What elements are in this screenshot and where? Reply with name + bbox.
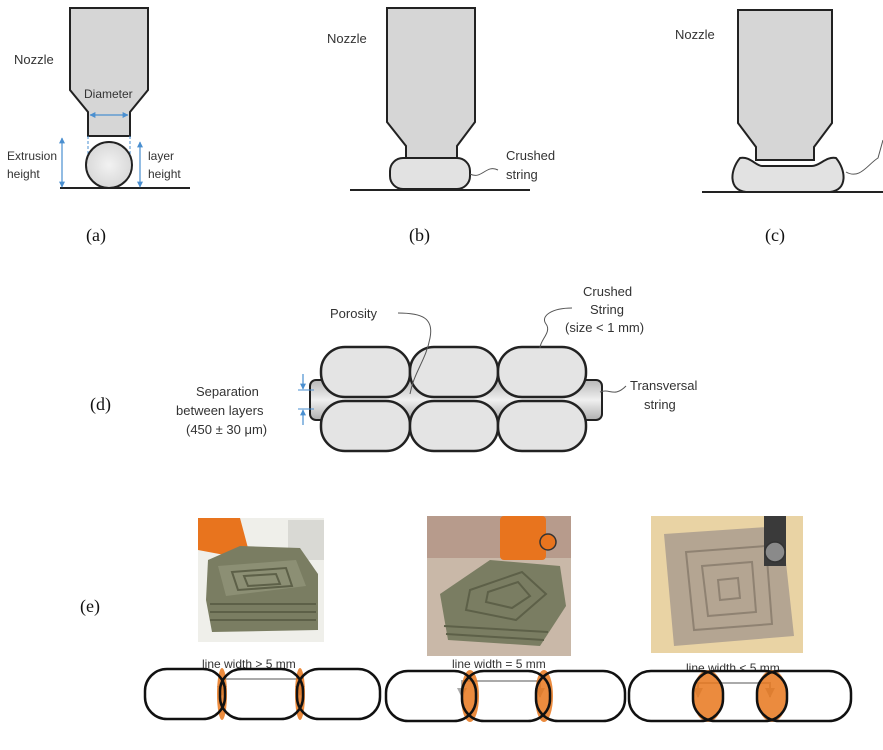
panel-c: Nozzle (c) <box>675 9 883 246</box>
crushed-label-b-1: Crushed <box>506 148 555 163</box>
crushed-label-d-3: (size < 1 mm) <box>565 320 644 335</box>
crushed-label-b-2: string <box>506 167 538 182</box>
crushed-leader-d <box>539 307 573 349</box>
separation-label-3: (450 ± 30 μm) <box>186 422 267 437</box>
panel-b-letter: (b) <box>409 225 430 246</box>
string-bottom-3 <box>496 399 588 453</box>
string-section-2a <box>384 669 478 723</box>
string-section-3c <box>755 669 853 723</box>
string-section-2c <box>534 669 627 723</box>
porosity-label: Porosity <box>330 306 377 321</box>
string-top-3 <box>496 345 588 399</box>
string-top-2 <box>408 345 500 399</box>
crushed-string-c <box>731 156 845 193</box>
line-width-label-1: line width > 5 mm <box>202 657 296 671</box>
crushed-label-d-2: String <box>590 302 624 317</box>
extrusion-height-label-1: Extrusion <box>7 149 57 163</box>
transversal-label-1: Transversal <box>630 378 698 393</box>
separation-label-1: Separation <box>196 384 259 399</box>
string-bottom-2 <box>408 399 500 453</box>
string-section-1c <box>295 667 382 721</box>
panel-d: (d) Porosity Crushed String (size < 1 mm… <box>90 284 698 453</box>
nozzle-c <box>737 9 833 161</box>
crushed-string-b <box>389 157 471 190</box>
photo-printed-part-1 <box>198 518 324 642</box>
panel-b: Nozzle Crushed string (b) <box>327 7 555 246</box>
nozzle-a <box>69 7 149 137</box>
string-section-1b <box>218 667 305 721</box>
crushed-leader-c <box>845 139 883 175</box>
nozzle-b <box>386 7 476 159</box>
crushed-leader-b <box>469 168 499 176</box>
photo-printed-part-2 <box>427 516 571 656</box>
string-top-1 <box>319 345 412 399</box>
string-section-2b <box>460 669 552 723</box>
transversal-label-2: string <box>644 397 676 412</box>
nozzle-label-b: Nozzle <box>327 31 367 46</box>
nozzle-label-a: Nozzle <box>14 52 54 67</box>
line-width-bracket-1 <box>217 678 305 696</box>
overlap-diagram-1 <box>143 667 382 721</box>
overlap-diagram-3 <box>627 669 853 723</box>
string-section-3b <box>691 669 789 723</box>
panel-e-letter: (e) <box>80 596 100 617</box>
separation-label-2: between layers <box>176 403 264 418</box>
porosity-leader <box>397 312 432 395</box>
crushed-label-d-1: Crushed <box>583 284 632 299</box>
diameter-label: Diameter <box>84 87 133 101</box>
panel-e: (e) <box>80 516 853 723</box>
line-width-label-2: line width = 5 mm <box>452 657 546 671</box>
extrusion-height-label-2: height <box>7 167 40 181</box>
string-section-3a <box>627 669 725 723</box>
transversal-leader <box>599 385 627 393</box>
panel-a-letter: (a) <box>86 225 106 246</box>
nozzle-label-c: Nozzle <box>675 27 715 42</box>
photo-printed-part-3 <box>651 516 803 653</box>
panel-a: Nozzle Diameter Extrusion height layer h… <box>7 7 190 246</box>
string-bottom-1 <box>319 399 412 453</box>
layer-height-label-2: height <box>148 167 181 181</box>
extruded-string-a <box>85 141 133 189</box>
layer-height-label-1: layer <box>148 149 174 163</box>
overlap-diagram-2 <box>384 669 627 723</box>
panel-d-letter: (d) <box>90 394 111 415</box>
string-section-1a <box>143 667 227 721</box>
panel-c-letter: (c) <box>765 225 785 246</box>
